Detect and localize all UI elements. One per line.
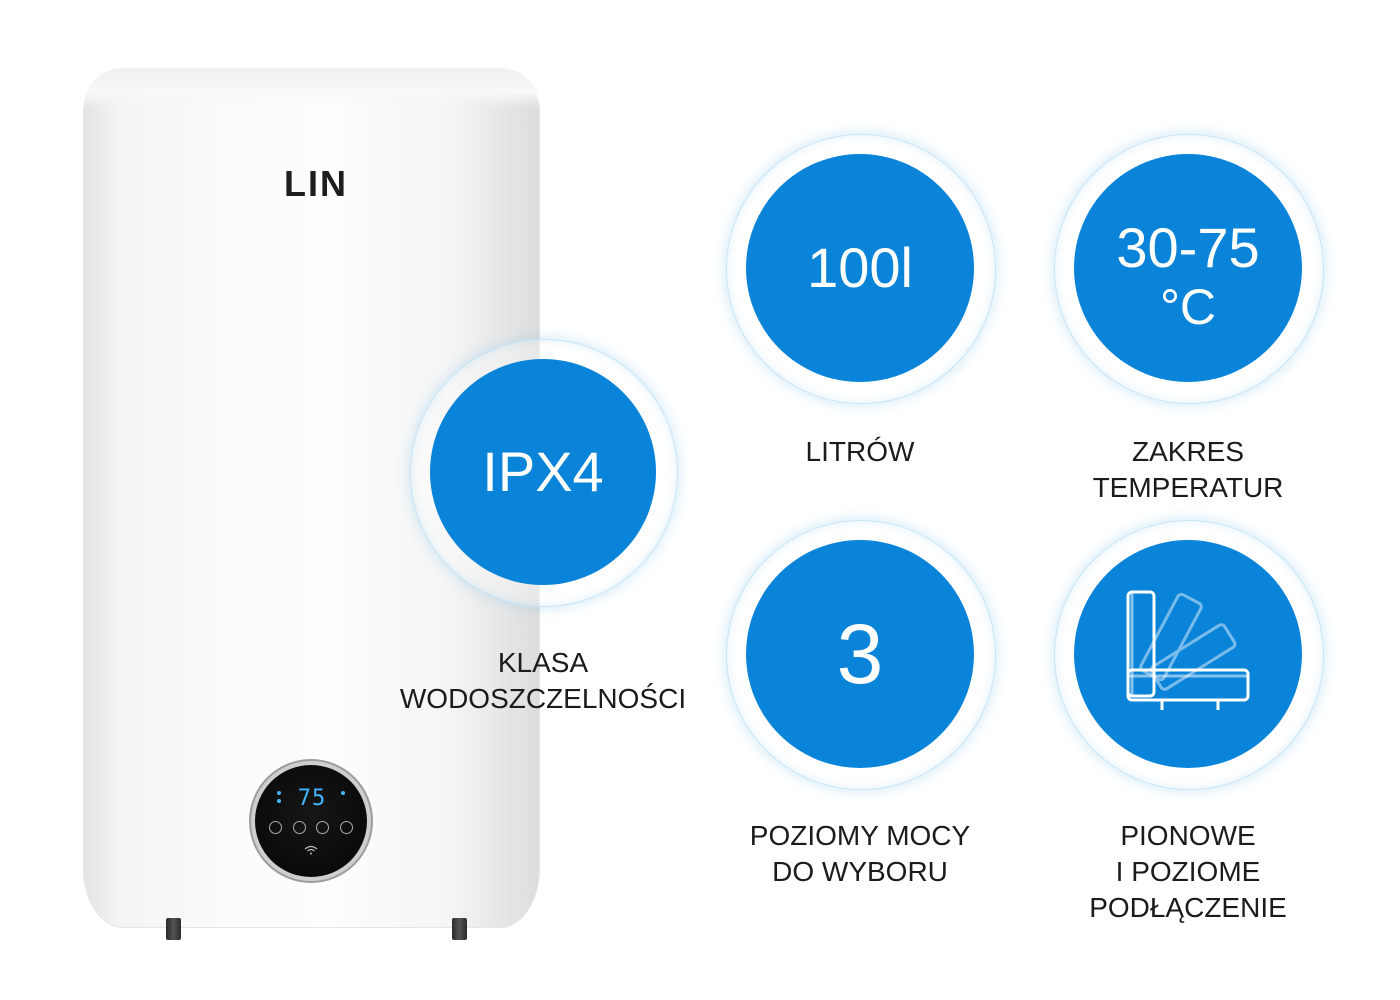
caption-line: PIONOWE	[1120, 820, 1256, 851]
wifi-icon	[304, 845, 318, 855]
badge-temperature: 30-75 °C	[1074, 154, 1302, 382]
badge-ipx4-caption: KLASA WODOSZCZELNOŚCI	[393, 645, 693, 717]
badge-mounting	[1074, 540, 1302, 768]
temperature-display: 75	[297, 785, 327, 811]
badge-temperature-unit: °C	[1159, 279, 1217, 335]
panel-button	[292, 821, 306, 834]
panel-buttons	[269, 821, 353, 834]
caption-line: TEMPERATUR	[1092, 472, 1284, 503]
mounting-orientation-icon	[1126, 590, 1250, 710]
badge-power-caption: POZIOMY MOCY DO WYBORU	[710, 818, 1010, 890]
heater-top-cap	[83, 68, 540, 108]
caption-line: I POZIOME	[1115, 856, 1261, 887]
indicator-dot	[277, 791, 281, 795]
caption-line: DO WYBORU	[772, 856, 948, 887]
badge-capacity-caption: LITRÓW	[710, 434, 1010, 470]
caption-line: LITRÓW	[805, 436, 915, 467]
power-button	[339, 821, 353, 834]
badge-temperature-value: 30-75	[1116, 216, 1260, 279]
caption-line: ZAKRES	[1131, 436, 1245, 467]
caption-line: PODŁĄCZENIE	[1089, 892, 1287, 923]
badge-mounting-caption: PIONOWE I POZIOME PODŁĄCZENIE	[1038, 818, 1338, 926]
panel-button	[316, 821, 330, 834]
caption-line: POZIOMY MOCY	[749, 820, 971, 851]
badge-power: 3	[746, 540, 974, 768]
brand-logo: LIN	[284, 163, 348, 204]
badge-ipx4-value: IPX4	[482, 440, 604, 503]
badge-ipx4: IPX4	[430, 359, 656, 585]
badge-power-value: 3	[836, 607, 884, 701]
indicator-dot	[341, 791, 345, 795]
indicator-dot	[277, 799, 281, 803]
badge-capacity-value: 100l	[807, 236, 913, 299]
caption-line: WODOSZCZELNOŚCI	[399, 683, 687, 714]
control-panel: 75	[255, 765, 367, 877]
panel-button	[269, 821, 282, 834]
heater-leg-right	[452, 918, 467, 940]
caption-line: KLASA	[497, 647, 589, 678]
heater-leg-left	[166, 918, 181, 940]
badge-capacity: 100l	[746, 154, 974, 382]
badge-temperature-caption: ZAKRES TEMPERATUR	[1038, 434, 1338, 506]
